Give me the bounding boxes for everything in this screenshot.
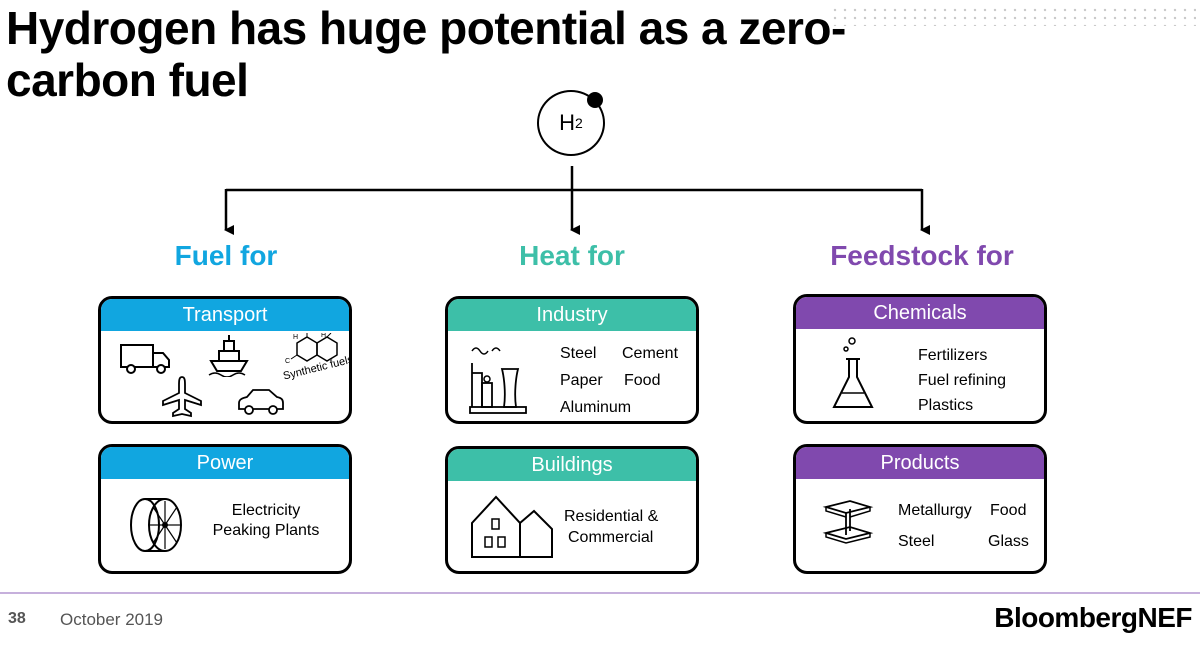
industry-header: Industry <box>448 299 696 331</box>
chemicals-item-plastics: Plastics <box>918 397 974 414</box>
power-line-2: Peaking Plants <box>212 522 320 539</box>
svg-text:C: C <box>285 358 290 365</box>
industry-box: Industry Steel Cement Paper Food Aluminu… <box>445 296 699 424</box>
power-line-1: Electricity <box>231 502 301 519</box>
chemicals-box: Chemicals Fertilizers Fuel refining Plas… <box>793 294 1047 424</box>
chemicals-header: Chemicals <box>796 297 1044 329</box>
airplane-icon <box>162 376 202 418</box>
brand-logo: BloombergNEF <box>994 602 1192 633</box>
hydrogen-subscript: 2 <box>575 115 583 131</box>
slide-title: Hydrogen has huge potential as a zero-ca… <box>6 2 846 106</box>
power-box: Power Electricity Peaking Plants <box>98 444 352 574</box>
page-number: 38 <box>8 610 26 627</box>
turbine-icon <box>130 498 182 552</box>
industry-item-aluminum: Aluminum <box>560 399 632 416</box>
transport-box: Transport C H H Synthetic fuels <box>98 296 352 424</box>
footer-divider <box>0 592 1200 594</box>
molecule-icon: C H H <box>285 333 338 365</box>
buildings-header: Buildings <box>448 449 696 481</box>
industry-item-steel: Steel <box>560 345 597 362</box>
footer-date: October 2019 <box>60 610 164 629</box>
decorative-dot-grid <box>830 6 1196 26</box>
category-heat-label: Heat for <box>519 240 625 271</box>
buildings-line-1: Residential & <box>564 508 659 525</box>
flask-icon <box>832 337 874 408</box>
products-item-glass: Glass <box>988 533 1029 550</box>
truck-icon <box>120 344 170 374</box>
products-box: Products Metallurgy Food Steel Glass <box>793 444 1047 574</box>
products-header: Products <box>796 447 1044 479</box>
power-header: Power <box>101 447 349 479</box>
products-item-metallurgy: Metallurgy <box>898 502 972 519</box>
chemicals-item-fertilizers: Fertilizers <box>918 347 988 364</box>
steel-beam-icon <box>822 500 874 544</box>
buildings-box: Buildings Residential & Commercial <box>445 446 699 574</box>
hydrogen-symbol: H <box>559 110 576 135</box>
svg-text:H: H <box>321 333 326 339</box>
products-item-food: Food <box>990 502 1027 519</box>
products-item-steel: Steel <box>898 533 935 550</box>
buildings-line-2: Commercial <box>568 529 654 546</box>
industry-item-paper: Paper <box>560 372 603 389</box>
svg-text:H: H <box>293 334 298 341</box>
category-feedstock-label: Feedstock for <box>830 240 1014 271</box>
transport-header: Transport <box>101 299 349 331</box>
industry-item-food: Food <box>624 372 661 389</box>
car-icon <box>238 389 284 415</box>
electron-dot <box>587 92 603 108</box>
category-fuel-label: Fuel for <box>174 240 278 271</box>
chemicals-item-fuel-refining: Fuel refining <box>918 372 1007 389</box>
industry-item-cement: Cement <box>622 345 679 362</box>
house-icon <box>471 495 553 558</box>
ship-icon <box>208 335 249 377</box>
factory-icon <box>469 347 527 414</box>
